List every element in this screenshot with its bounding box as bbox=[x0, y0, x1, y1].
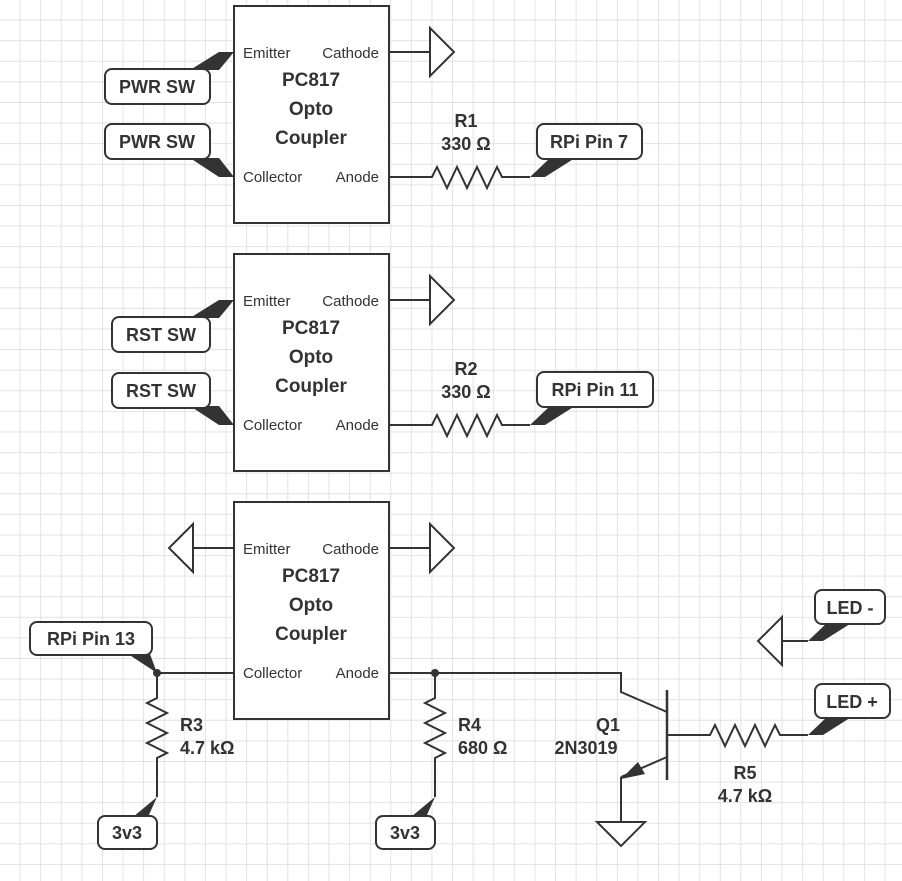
q1-emitter-arrow-icon bbox=[621, 762, 645, 779]
opto3-anode-wire bbox=[389, 672, 668, 713]
opto3-emitter-label: Emitter bbox=[243, 541, 291, 558]
optocoupler-3-body bbox=[233, 501, 390, 720]
tag-pointer-icon bbox=[411, 797, 435, 817]
ground-arrow-icon bbox=[429, 25, 456, 79]
r1-name-label: R1 bbox=[454, 111, 477, 131]
q1-part-label: 2N3019 bbox=[554, 738, 617, 758]
tag-led-minus: LED - bbox=[808, 589, 886, 641]
resistor-r1 bbox=[389, 164, 530, 191]
tag-pointer-icon bbox=[808, 716, 853, 735]
optocoupler-2: Emitter Cathode PC817 Opto Coupler Colle… bbox=[233, 253, 390, 472]
tag-rpi-pin-13: RPi Pin 13 bbox=[29, 621, 157, 673]
opto3-part-label: PC817 bbox=[282, 566, 340, 587]
tag-pointer-icon-fill bbox=[130, 654, 157, 673]
ground-arrow-icon bbox=[429, 521, 456, 575]
tag-rst-sw-2: RST SW bbox=[111, 372, 234, 425]
r2-name-label: R2 bbox=[454, 359, 477, 379]
tag-rpi-pin-13-label: RPi Pin 13 bbox=[47, 629, 135, 649]
opto3-name-line3: Coupler bbox=[275, 624, 347, 645]
optocoupler-2-body bbox=[233, 253, 390, 472]
tag-pointer-icon bbox=[808, 622, 853, 641]
resistor-r3 bbox=[144, 673, 170, 797]
tag-rpi-pin-13-box bbox=[29, 621, 153, 656]
opto2-name-line2: Opto bbox=[289, 347, 333, 368]
tag-rpi-pin-7-box bbox=[536, 123, 643, 160]
tag-led-plus: LED + bbox=[808, 683, 891, 735]
q1-name-label: Q1 bbox=[596, 715, 620, 735]
r3-name-label: R3 bbox=[180, 715, 203, 735]
opto3-name-line2: Opto bbox=[289, 595, 333, 616]
tag-rpi-pin-11-box bbox=[536, 371, 654, 408]
tag-rpi-pin-7: RPi Pin 7 bbox=[530, 123, 643, 177]
tag-3v3-2-label: 3v3 bbox=[390, 823, 420, 843]
tag-pointer-icon bbox=[128, 654, 157, 673]
opto1-anode-label: Anode bbox=[336, 169, 379, 186]
opto3-cathode-label: Cathode bbox=[322, 541, 379, 558]
opto2-emitter-label: Emitter bbox=[243, 293, 291, 310]
r5-value-label: 4.7 kΩ bbox=[718, 786, 772, 806]
opto1-collector-label: Collector bbox=[243, 169, 302, 186]
tag-3v3-1-box bbox=[97, 815, 158, 850]
tag-3v3-2: 3v3 bbox=[375, 797, 436, 850]
optocoupler-1: Emitter Cathode PC817 Opto Coupler Colle… bbox=[233, 5, 390, 224]
ground-arrow-icon bbox=[756, 614, 783, 668]
opto2-name-line3: Coupler bbox=[275, 376, 347, 397]
tag-3v3-1: 3v3 bbox=[97, 797, 158, 850]
tag-pwr-sw-2-label: PWR SW bbox=[119, 132, 195, 152]
r2-value-label: 330 Ω bbox=[441, 382, 490, 402]
r1-value-label: 330 Ω bbox=[441, 134, 490, 154]
tag-pointer-icon bbox=[530, 406, 575, 425]
opto2-collector-label: Collector bbox=[243, 417, 302, 434]
r3-value-label: 4.7 kΩ bbox=[180, 738, 234, 758]
transistor-q1 bbox=[594, 690, 669, 848]
opto3-collector-label: Collector bbox=[243, 665, 302, 682]
resistor-r4 bbox=[422, 673, 448, 797]
tag-rpi-pin-11-label: RPi Pin 11 bbox=[551, 380, 638, 400]
tag-pwr-sw-1-box bbox=[104, 68, 211, 105]
opto1-name-line2: Opto bbox=[289, 99, 333, 120]
resistor-r5 bbox=[667, 722, 808, 749]
tag-led-minus-label: LED - bbox=[827, 598, 874, 618]
opto1-cathode-label: Cathode bbox=[322, 45, 379, 62]
tag-pwr-sw-2-box bbox=[104, 123, 211, 160]
tag-pointer-icon bbox=[190, 52, 234, 70]
tag-rst-sw-2-label: RST SW bbox=[126, 381, 196, 401]
r4-name-label: R4 bbox=[458, 715, 481, 735]
ground-arrow-icon bbox=[429, 273, 456, 327]
tag-pointer-icon bbox=[530, 158, 575, 177]
optocoupler-3: Emitter Cathode PC817 Opto Coupler Colle… bbox=[233, 501, 390, 720]
tag-pointer-icon bbox=[190, 300, 234, 318]
tag-rst-sw-1: RST SW bbox=[111, 300, 234, 353]
tag-pointer-icon bbox=[190, 406, 234, 425]
r4-value-label: 680 Ω bbox=[458, 738, 507, 758]
tag-rpi-pin-11: RPi Pin 11 bbox=[530, 371, 654, 425]
optocoupler-1-body bbox=[233, 5, 390, 224]
tag-led-plus-label: LED + bbox=[826, 692, 878, 712]
tag-3v3-1-label: 3v3 bbox=[112, 823, 142, 843]
opto1-emitter-label: Emitter bbox=[243, 45, 291, 62]
resistor-r2 bbox=[389, 412, 530, 439]
tag-led-minus-box bbox=[814, 589, 886, 625]
opto1-name-line3: Coupler bbox=[275, 128, 347, 149]
tag-3v3-2-box bbox=[375, 815, 436, 850]
opto3-anode-label: Anode bbox=[336, 665, 379, 682]
opto2-cathode-label: Cathode bbox=[322, 293, 379, 310]
opto2-part-label: PC817 bbox=[282, 318, 340, 339]
tag-rst-sw-2-box bbox=[111, 372, 211, 409]
tag-pwr-sw-1-label: PWR SW bbox=[119, 77, 195, 97]
tag-pointer-icon bbox=[133, 797, 157, 817]
tag-pwr-sw-2: PWR SW bbox=[104, 123, 234, 177]
tag-pointer-icon bbox=[190, 158, 234, 177]
opto2-anode-label: Anode bbox=[336, 417, 379, 434]
tag-rpi-pin-7-label: RPi Pin 7 bbox=[550, 132, 628, 152]
r5-name-label: R5 bbox=[733, 763, 756, 783]
tag-pwr-sw-1: PWR SW bbox=[104, 52, 234, 105]
tag-rst-sw-1-label: RST SW bbox=[126, 325, 196, 345]
opto1-part-label: PC817 bbox=[282, 70, 340, 91]
tag-led-plus-box bbox=[814, 683, 891, 719]
ground-arrow-icon bbox=[167, 521, 194, 575]
ground-symbol-icon bbox=[594, 821, 648, 848]
tag-rst-sw-1-box bbox=[111, 316, 211, 353]
